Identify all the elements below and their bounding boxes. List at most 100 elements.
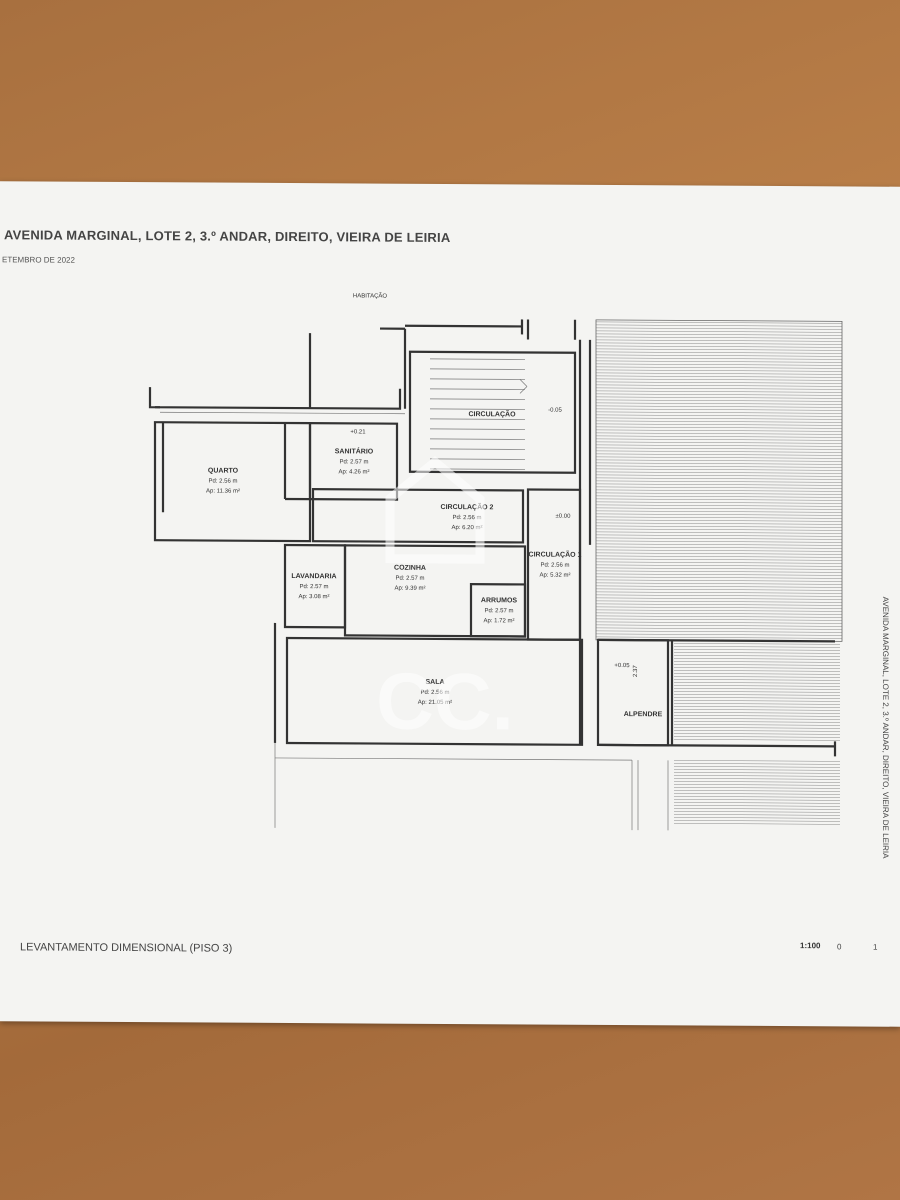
hatch-line <box>596 561 842 564</box>
lavandaria-pd: Pd: 2.57 m <box>299 584 328 590</box>
hatch-line <box>596 459 842 462</box>
hatch-line <box>596 342 842 345</box>
stair-tread <box>430 448 525 450</box>
hatch-line <box>596 468 842 471</box>
hatch-line <box>674 655 840 657</box>
hatch-line <box>596 390 842 393</box>
hatch-line <box>596 387 842 390</box>
hatch-line <box>596 597 842 600</box>
sanitario-ap: Ap: 4.26 m² <box>338 469 369 475</box>
hatch-line <box>596 528 842 531</box>
hatch-line <box>596 381 842 384</box>
hatch-line <box>596 432 842 435</box>
hatch-line <box>596 510 842 513</box>
circulacao1-ap: Ap: 5.32 m² <box>539 573 570 579</box>
hatch-line <box>596 585 842 588</box>
hatch-line <box>596 405 842 408</box>
hatch-line <box>596 501 842 504</box>
arrumos-pd: Pd: 2.57 m <box>484 608 513 614</box>
hatch-line <box>674 730 840 732</box>
hatch-line <box>596 603 842 606</box>
hatch-line <box>596 570 842 573</box>
hatch-line <box>596 492 842 495</box>
hatch-line <box>596 477 842 480</box>
hatch-line <box>596 480 842 483</box>
hatch-line <box>596 444 842 447</box>
habitacao-label: HABITAÇÃO <box>353 292 388 299</box>
hatch-line <box>596 456 842 459</box>
hatch-line <box>674 769 840 771</box>
watermark-text: CC. <box>376 657 514 747</box>
hatch-line <box>596 558 842 561</box>
hatch-line <box>596 525 842 528</box>
hatch-line <box>596 531 842 534</box>
lavandaria-ap: Ap: 3.08 m² <box>298 594 329 600</box>
hatch-line <box>596 606 842 609</box>
hatch-line <box>596 576 842 579</box>
hatch-line <box>596 534 842 537</box>
circulacao1-pd: Pd: 2.56 m <box>540 563 569 569</box>
circulacao2-ap: Ap: 6.20 m² <box>451 525 482 531</box>
hatch-line <box>674 763 840 765</box>
hatch-line <box>596 384 842 387</box>
circulacao1-level: ±0.00 <box>556 514 572 520</box>
hatch-line <box>596 627 842 630</box>
hatch-line <box>674 706 840 708</box>
hatch-line <box>596 426 842 429</box>
hatch-line <box>596 429 842 432</box>
hatch-line <box>674 721 840 723</box>
hatch-line <box>596 564 842 567</box>
hatch-area-top-right <box>596 321 842 639</box>
hatch-line <box>674 703 840 705</box>
hatch-line <box>596 594 842 597</box>
side-title: AVENIDA MARGINAL, LOTE 2, 3.º ANDAR, DIR… <box>881 596 890 859</box>
hatch-line <box>596 507 842 510</box>
hatch-line <box>674 667 840 669</box>
hatch-line <box>596 573 842 576</box>
hatch-line <box>674 688 840 690</box>
hatch-line <box>596 621 842 624</box>
room-lavandaria: LAVANDARIA <box>291 573 336 580</box>
hatch-line <box>596 486 842 489</box>
hatch-line <box>674 715 840 717</box>
hatch-line <box>596 591 842 594</box>
hatch-line <box>596 516 842 519</box>
room-quarto: QUARTO <box>208 468 239 475</box>
alpendre-level: +0.05 <box>614 663 630 669</box>
hatch-line <box>596 543 842 546</box>
arrumos-ap: Ap: 1.72 m² <box>483 618 514 624</box>
hatch-line <box>674 796 840 798</box>
room-sanitario: SANITÁRIO <box>335 446 374 455</box>
hatch-line <box>596 372 842 375</box>
hatch-line <box>596 402 842 405</box>
hatch-line <box>596 519 842 522</box>
stair-tread <box>430 428 525 430</box>
hatch-line <box>596 567 842 570</box>
watermark-logo: CC. <box>376 456 514 747</box>
hatch-line <box>596 540 842 543</box>
hatch-line <box>596 354 842 357</box>
room-circulacao-2: CIRCULAÇÃO 2 <box>441 502 494 511</box>
hatch-line <box>596 447 842 450</box>
hatch-line <box>674 790 840 792</box>
hatch-line <box>674 781 840 783</box>
walls <box>148 319 837 757</box>
hatch-line <box>596 555 842 558</box>
hatch-line <box>674 811 840 813</box>
hatch-line <box>596 609 842 612</box>
hatch-line <box>674 697 840 699</box>
room-circulacao: CIRCULAÇÃO <box>468 409 516 418</box>
hatch-line <box>674 766 840 768</box>
hatch-line <box>596 630 842 633</box>
hatch-line <box>596 378 842 381</box>
hatch-line <box>674 676 840 678</box>
alpendre-height: 2.37 <box>633 665 639 677</box>
hatch-line <box>596 417 842 420</box>
hatch-line <box>674 772 840 774</box>
hatch-line <box>674 652 840 654</box>
hatch-line <box>596 453 842 456</box>
hatch-line <box>596 450 842 453</box>
hatch-line <box>674 700 840 702</box>
room-circulacao-1: CIRCULAÇÃO 1 <box>529 549 582 558</box>
circulacao-level: -0.05 <box>548 408 562 414</box>
